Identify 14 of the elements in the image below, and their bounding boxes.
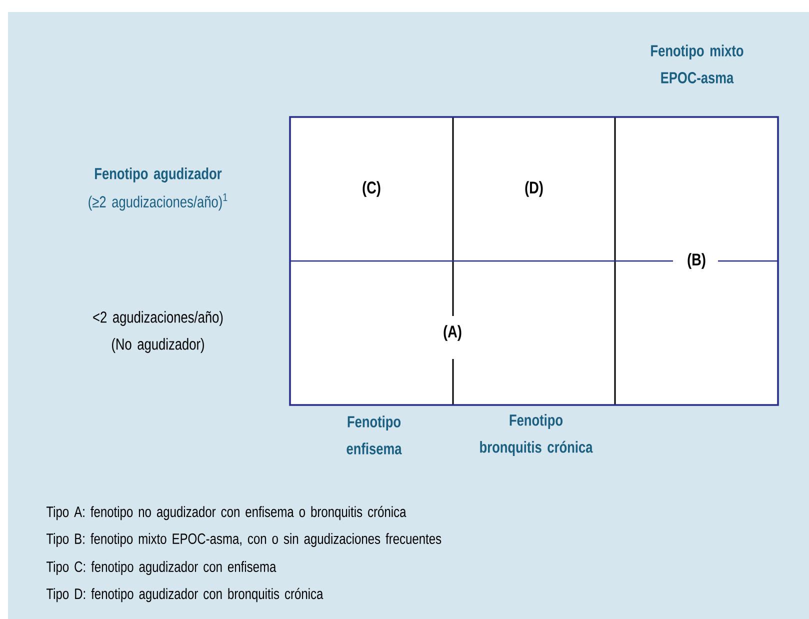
cell-label: (A) <box>444 325 462 341</box>
legend-note: Tipo C: fenotipo agudizador con enfisema <box>46 561 276 575</box>
legend-note: Tipo A: fenotipo no agudizador con enfisema o bronquitis crónica <box>46 506 406 520</box>
cell-label: (D) <box>525 181 543 197</box>
row-header: (≥2 agudizaciones/año)$^{1}$ <box>88 193 228 211</box>
legend-note: Tipo D: fenotipo agudizador con bronquitis crónica <box>46 588 324 602</box>
row-header: <2 agudizaciones/año) (No agudizador) <box>93 311 223 353</box>
column-header: Fenotipo bronquitis crónica <box>480 414 593 456</box>
column-header: Fenotipo mixto EPOC-asma <box>651 44 744 84</box>
cell-label: (B) <box>688 253 706 269</box>
column-header: Fenotipo enfisema <box>346 416 402 454</box>
row-header: Fenotipo agudizador <box>95 168 222 182</box>
cell-label: (C) <box>362 181 380 197</box>
legend-note: Tipo B: fenotipo mixto EPOC-asma, con o sin agudizaciones frecuentes <box>46 533 442 547</box>
